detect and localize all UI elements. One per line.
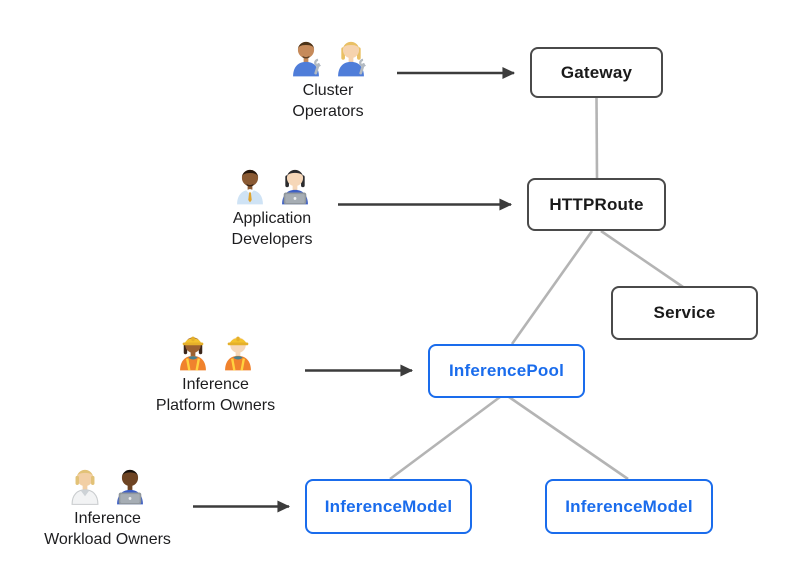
man-construction-worker-icon — [225, 336, 251, 371]
persona-inference-platform-owners: Inference Platform Owners — [133, 330, 298, 417]
node-inferencemodel-left: InferenceModel — [305, 479, 472, 534]
persona-inference-workload-owners: Inference Workload Owners — [25, 464, 190, 551]
inference-workload-owners-icons — [65, 464, 150, 506]
woman-construction-worker-icon — [180, 336, 206, 371]
node-service: Service — [611, 286, 758, 340]
node-httproute: HTTPRoute — [527, 178, 666, 231]
persona-cluster-operators: Cluster Operators — [262, 36, 394, 123]
man-technologist-icon — [117, 469, 143, 505]
persona-label-cluster-operators: Cluster Operators — [292, 82, 364, 120]
man-mechanic-icon — [292, 41, 321, 77]
node-inferencemodel-right: InferenceModel — [545, 479, 713, 534]
woman-mechanic-icon — [337, 41, 366, 77]
persona-label-inference-workload-owners: Inference Workload Owners — [44, 510, 171, 548]
edge-httproute-service — [600, 229, 684, 289]
person-health-worker-icon — [71, 469, 99, 505]
persona-application-developers: Application Developers — [206, 164, 338, 251]
persona-label-inference-platform-owners: Inference Platform Owners — [155, 376, 276, 414]
edge-httproute-inferencepool — [510, 230, 594, 345]
node-inferencepool: InferencePool — [428, 344, 585, 398]
application-developers-icons — [230, 164, 315, 206]
node-gateway: Gateway — [530, 47, 663, 98]
edge-inferencepool-inferencemodel-right — [508, 395, 629, 481]
persona-label-application-developers: Application Developers — [231, 210, 313, 248]
edge-gateway-httproute — [595, 97, 599, 179]
inference-platform-owners-icons — [173, 330, 258, 372]
woman-technologist-icon — [281, 169, 308, 205]
man-office-worker-icon — [236, 169, 263, 205]
cluster-operators-icons — [286, 36, 371, 78]
edge-inferencepool-inferencemodel-left — [389, 395, 501, 481]
